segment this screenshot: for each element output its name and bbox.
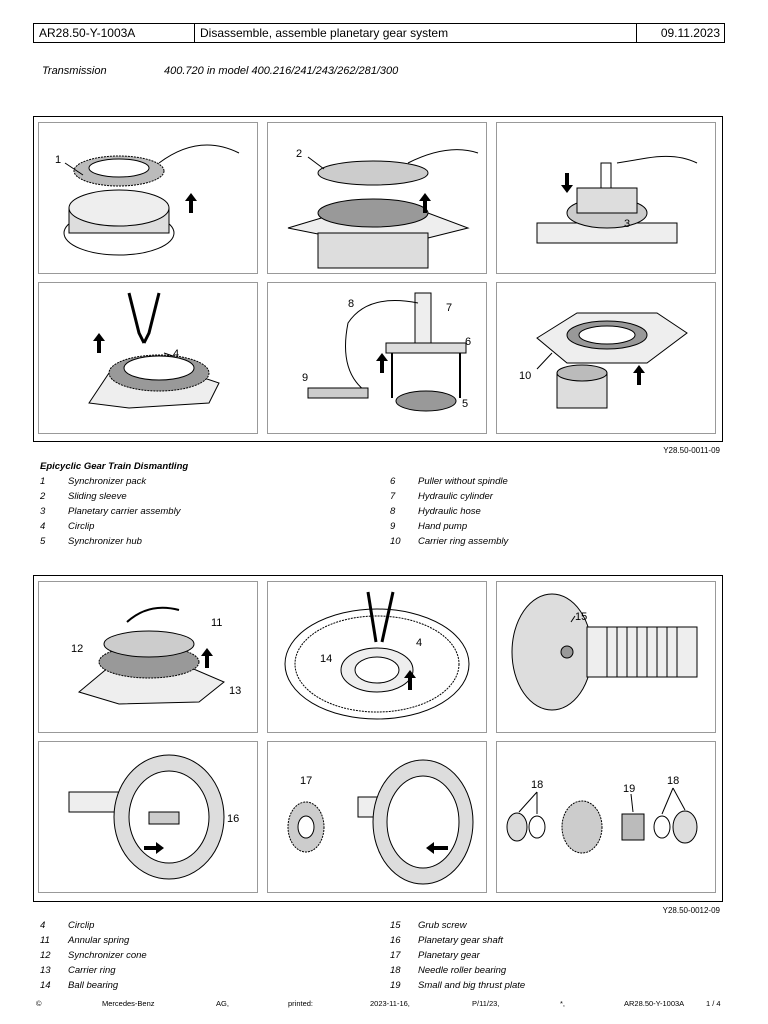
callout-9: 9 — [302, 372, 308, 384]
footer-page: 1 / 4 — [706, 999, 721, 1008]
figure-2-id: Y28.50-0012-09 — [662, 906, 720, 915]
figure-2: 11 12 13 4 14 — [33, 575, 723, 902]
footer-star: *, — [560, 999, 566, 1008]
fig1-panel-4: 4 — [38, 282, 258, 434]
callout-13: 13 — [229, 685, 241, 697]
fig1-panel-1: 1 — [38, 122, 258, 274]
doc-title: Disassemble, assemble planetary gear sys… — [195, 24, 637, 42]
fig1-panel-3: 3 — [496, 122, 716, 274]
figure-1-id: Y28.50-0011-09 — [663, 446, 720, 455]
carrier-ring-illustration: 10 — [519, 312, 688, 409]
figure-1: 1 2 3 — [33, 116, 723, 442]
callout-5: 5 — [462, 398, 468, 410]
fig1-panel-5: 8 7 6 9 5 — [267, 282, 487, 434]
needle-bearing-illustration: 18 19 18 — [506, 775, 698, 854]
callout-3: 3 — [624, 218, 630, 230]
callout-15: 15 — [575, 611, 587, 623]
doc-id: AR28.50-Y-1003A — [34, 24, 195, 42]
hydraulic-puller-illustration: 8 7 6 9 5 — [302, 292, 471, 412]
callout-8: 8 — [348, 298, 354, 310]
ring-gear-circlip-illustration: 4 14 — [284, 591, 470, 720]
callout-19: 19 — [623, 783, 635, 795]
callout-12: 12 — [71, 643, 83, 655]
fig1-panel-6: 10 — [496, 282, 716, 434]
callout-4b: 4 — [416, 637, 422, 649]
fig2-panel-4: 16 — [38, 741, 258, 893]
circlip-removal-illustration: 4 — [88, 292, 220, 409]
sliding-sleeve-illustration: 2 — [287, 148, 479, 269]
fig1-panel-2: 2 — [267, 122, 487, 274]
document-header: AR28.50-Y-1003A Disassemble, assemble pl… — [33, 23, 725, 43]
callout-16: 16 — [227, 813, 239, 825]
subheader-label: Transmission — [42, 65, 107, 77]
fig2-panel-5: 17 — [267, 741, 487, 893]
doc-date: 09.11.2023 — [660, 26, 720, 40]
planetary-gear-illustration: 17 — [287, 759, 474, 885]
callout-17: 17 — [300, 775, 312, 787]
callout-2: 2 — [296, 148, 302, 160]
footer-company: Mercedes-Benz — [102, 999, 155, 1008]
fig2-panel-1: 11 12 13 — [38, 581, 258, 733]
subheader-model: 400.720 in model 400.216/241/243/262/281… — [164, 65, 399, 77]
fig2-panel-3: 15 — [496, 581, 716, 733]
callout-10: 10 — [519, 370, 531, 382]
synchronizer-pack-illustration: 1 — [55, 144, 240, 256]
fig2-panel-6: 18 19 18 — [496, 741, 716, 893]
copyright-symbol: © — [36, 999, 42, 1008]
figure-1-legend-title: Epicyclic Gear Train Dismantling — [40, 461, 189, 472]
footer-ag: AG, — [216, 999, 229, 1008]
callout-18: 18 — [531, 779, 543, 791]
callout-1: 1 — [55, 154, 61, 166]
callout-7: 7 — [446, 302, 452, 314]
callout-14: 14 — [320, 653, 332, 665]
footer-printed-label: printed: — [288, 999, 314, 1008]
annular-spring-illustration: 11 12 13 — [71, 606, 241, 705]
grub-screw-illustration: 15 — [511, 593, 698, 711]
callout-18b: 18 — [667, 775, 679, 787]
fig2-panel-2: 4 14 — [267, 581, 487, 733]
footer-doc-id: AR28.50-Y-1003A — [624, 999, 685, 1008]
callout-6: 6 — [465, 336, 471, 348]
footer-printed-date: 2023-11-16, — [370, 999, 410, 1008]
planetary-carrier-illustration: 3 — [536, 155, 698, 244]
footer-p: P/11/23, — [472, 999, 500, 1008]
callout-4: 4 — [173, 348, 179, 360]
planetary-gear-shaft-illustration: 16 — [68, 754, 239, 880]
callout-11: 11 — [211, 617, 222, 629]
